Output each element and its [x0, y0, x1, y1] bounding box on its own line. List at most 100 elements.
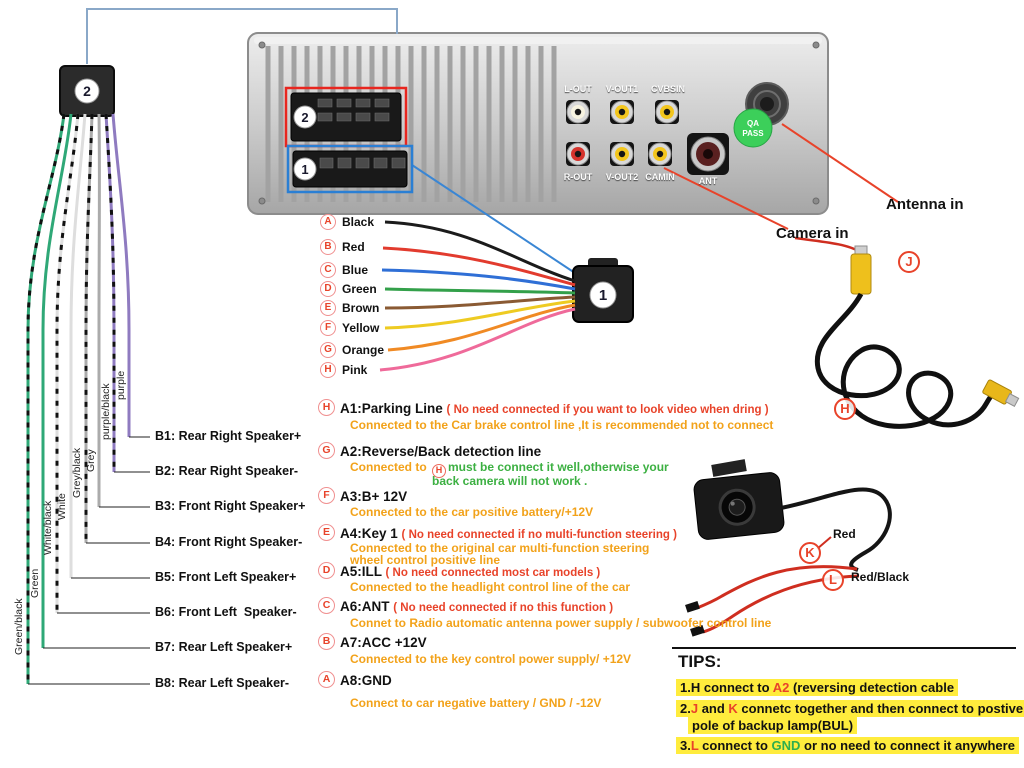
stripe-white-black [55, 113, 80, 613]
harness-connector-number: 1 [599, 287, 607, 304]
tip-ref: J [690, 701, 699, 716]
tip-text: or no need to connect it anywhere [800, 738, 1015, 753]
tip-text: connetc together and then connect to pos… [737, 701, 1024, 716]
red-black-wire-label: Red/Black [851, 570, 910, 584]
camera-in-pointer [663, 167, 789, 230]
harness-wire-pink [379, 307, 576, 372]
fn-title-a3: A3:B+ 12V [340, 489, 407, 504]
tip-ref: L [690, 738, 699, 753]
unit-slot-1: 1 [286, 144, 414, 194]
fn-badge-b: B [318, 633, 335, 650]
fn-desc-a2-line2: back camera will not work . [432, 474, 588, 488]
terminal-b6: B6: Front Left Speaker- [155, 605, 297, 619]
fn-note: ( No need connected if no multi-function… [401, 529, 677, 541]
badge-l: L [822, 569, 844, 591]
wire-color-black: Black [342, 215, 375, 229]
terminal-b3: B3: Front Right Speaker+ [155, 499, 306, 513]
terminal-b5: B5: Front Left Speaker+ [155, 570, 297, 584]
fn-title-a5: A5:ILL ( No need connected most car mode… [340, 564, 600, 579]
speaker-wire-purple [111, 113, 131, 437]
terminal-b2: B2: Rear Right Speaker- [155, 464, 299, 478]
fn-desc-a8: Connect to car negative battery / GND / … [350, 696, 602, 710]
fn-badge-g: G [318, 442, 335, 459]
wire-name-grey-black: Grey/black [71, 447, 83, 498]
label-ant: ANT [698, 176, 718, 186]
rca-jack-l-out [566, 100, 590, 124]
fn-note: ( No need connected if no this function … [393, 602, 614, 614]
camera-pigtail-cable [780, 487, 892, 572]
terminal-b4: B4: Front Right Speaker- [155, 535, 303, 549]
fn-title-a4: A4:Key 1 ( No need connected if no multi… [340, 526, 677, 541]
speaker-wire-white [69, 113, 87, 578]
red-wire-tip [685, 601, 700, 613]
fn-title-text: A3:B+ 12V [340, 489, 408, 504]
fn-desc-a6: Connet to Radio automatic antenna power … [350, 616, 772, 630]
label-cvbsin: CVBSIN [650, 84, 685, 94]
slot1-link-line [411, 164, 576, 274]
harness-connector-block: 1 [572, 258, 634, 323]
red-black-wire-tip [690, 625, 705, 637]
terminal-b1: B1: Rear Right Speaker+ [155, 429, 302, 443]
tip-3: 3.L connect to GND or no need to connect… [676, 737, 1019, 754]
rca-jack-camin [648, 142, 672, 166]
stripe-grey-black [84, 113, 94, 543]
speaker-connector-number: 2 [83, 83, 91, 99]
wire-name-purple: purple [115, 370, 127, 400]
rca-jack-r-out [566, 142, 590, 166]
label-v-out1: V-OUT1 [605, 84, 639, 94]
harness-wire-blue [381, 268, 576, 291]
fn-title-text: A6:ANT [340, 599, 390, 614]
fn-desc-a7: Connected to the key control power suppl… [350, 652, 632, 666]
fn-desc-green: must be connect it well,otherwise your [448, 460, 669, 474]
rca-jack-v-out2 [610, 142, 634, 166]
badge-k: K [799, 542, 821, 564]
speaker-wire-bundle [26, 113, 131, 684]
wire-badge-c: C [320, 262, 336, 278]
label-v-out2: V-OUT2 [605, 172, 639, 182]
tip-text: and [698, 701, 729, 716]
terminal-b7: B7: Rear Left Speaker+ [155, 640, 293, 654]
tip-2: 2.J and K connetc together and then conn… [676, 700, 1024, 717]
wire-color-blue: Blue [342, 263, 369, 277]
badge-j: J [898, 251, 920, 273]
backup-camera [693, 459, 785, 540]
harness-wire-black [384, 220, 576, 283]
badge-h: H [834, 398, 856, 420]
label-camin: CAMIN [645, 172, 675, 182]
wire-color-red: Red [342, 240, 365, 254]
fn-badge-d: D [318, 562, 335, 579]
fn-desc-a5: Connected to the headlight control line … [350, 580, 631, 594]
camera-in-label: Camera in [776, 225, 849, 242]
fn-title-a6: A6:ANT ( No need connected if no this fu… [340, 599, 613, 614]
tips-header: TIPS: [678, 652, 722, 671]
fn-desc-orange: Connected to [350, 460, 430, 474]
stripe-green-black [26, 113, 66, 684]
rca-jack-v-out1 [610, 100, 634, 124]
wire-color-pink: Pink [342, 363, 368, 377]
wire-badge-g: G [320, 342, 336, 358]
fn-title-text: A4:Key 1 [340, 526, 398, 541]
wire-badge-e: E [320, 300, 336, 316]
fn-desc-a4: Connected to the original car multi-func… [350, 541, 650, 555]
fn-badge-h: H [318, 399, 335, 416]
antenna-in-label: Antenna in [886, 196, 964, 213]
speaker-connector-block: 2 [59, 65, 115, 117]
tip-text: 3. [680, 738, 691, 753]
harness-wire-orange [387, 303, 576, 352]
harness-wire-brown [384, 295, 576, 310]
svg-text:QA: QA [747, 119, 759, 128]
wire-color-yellow: Yellow [342, 321, 380, 335]
fn-title-a7: A7:ACC +12V [340, 635, 427, 650]
slot2-link-line [86, 8, 398, 64]
tip-1: 1.H connect to A2 (reversing detection c… [676, 679, 959, 696]
rca-jack-cvbsin [655, 100, 679, 124]
harness-wire-green [384, 287, 576, 295]
fn-title-a1: A1:Parking Line ( No need connected if y… [340, 401, 769, 416]
wire-name-grey: Grey [85, 449, 97, 472]
tip-text: connect to [698, 738, 772, 753]
tip-text: 2. [680, 701, 691, 716]
camera-power-wire-red [696, 565, 858, 610]
stripe-purple-black [104, 113, 116, 472]
